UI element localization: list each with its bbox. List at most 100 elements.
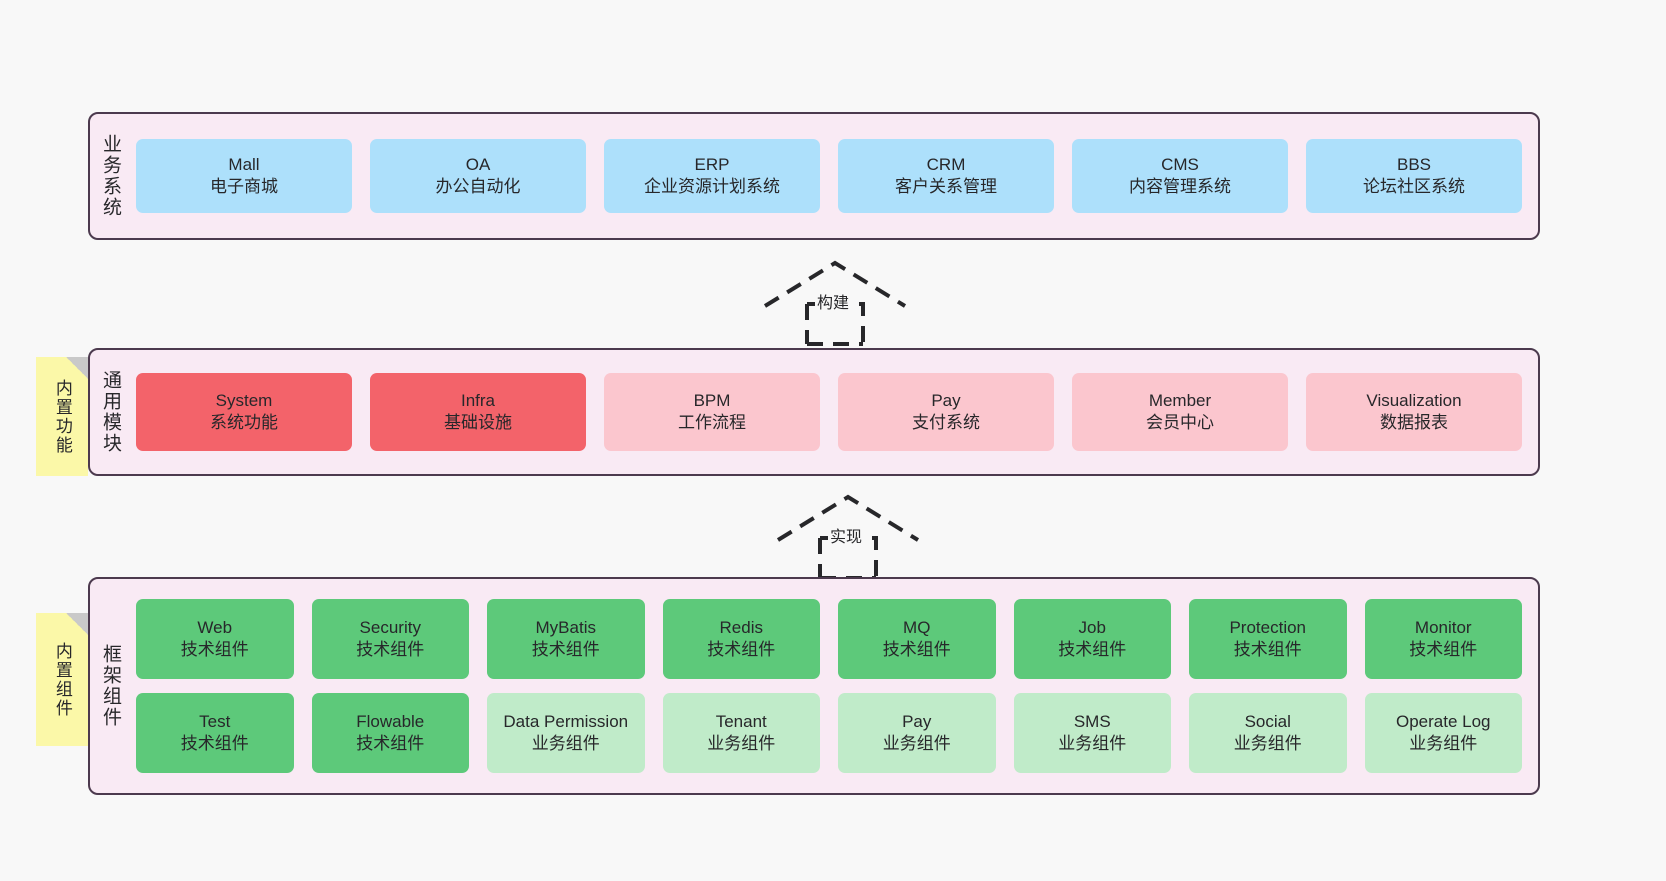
common-card-pay[interactable]: Pay 支付系统 xyxy=(838,373,1054,451)
business-card-crm[interactable]: CRM 客户关系管理 xyxy=(838,139,1054,213)
framework-tech-row: Web 技术组件 Security 技术组件 MyBatis 技术组件 Redi… xyxy=(136,599,1522,679)
card-title: Operate Log xyxy=(1395,711,1491,731)
card-title: System xyxy=(215,390,273,410)
business-card-bbs[interactable]: BBS 论坛社区系统 xyxy=(1306,139,1522,213)
card-subtitle: 技术组件 xyxy=(707,640,776,659)
framework-card-sms[interactable]: SMS 业务组件 xyxy=(1013,693,1171,773)
card-subtitle: 业务组件 xyxy=(531,734,600,753)
card-subtitle: 技术组件 xyxy=(1409,640,1478,659)
business-card-oa[interactable]: OA 办公自动化 xyxy=(370,139,586,213)
card-title: MQ xyxy=(903,617,931,637)
layer-title-common: 通用模块 xyxy=(99,370,121,454)
framework-card-mq[interactable]: MQ 技术组件 xyxy=(838,599,996,679)
layer-title-business: 业务系统 xyxy=(99,134,121,218)
card-subtitle: 技术组件 xyxy=(1058,640,1127,659)
card-title: CMS xyxy=(1161,154,1199,174)
card-title: Security xyxy=(359,617,421,637)
card-subtitle: 技术组件 xyxy=(882,640,951,659)
connector-implement-label: 实现 xyxy=(828,523,865,547)
common-card-visualization[interactable]: Visualization 数据报表 xyxy=(1306,373,1522,451)
card-subtitle: 客户关系管理 xyxy=(895,177,997,196)
framework-card-pay[interactable]: Pay 业务组件 xyxy=(838,693,996,773)
card-subtitle: 会员中心 xyxy=(1146,413,1214,432)
framework-card-protection[interactable]: Protection 技术组件 xyxy=(1189,599,1347,679)
connector-build-label: 构建 xyxy=(815,289,852,313)
framework-card-job[interactable]: Job 技术组件 xyxy=(1013,599,1171,679)
card-title: MyBatis xyxy=(535,617,596,637)
card-subtitle: 业务组件 xyxy=(707,734,776,753)
card-title: Job xyxy=(1078,617,1106,637)
framework-card-mybatis[interactable]: MyBatis 技术组件 xyxy=(487,599,645,679)
layer-body-common: System 系统功能 Infra 基础设施 BPM 工作流程 Pay 支付系统… xyxy=(130,350,1538,474)
card-title: Mall xyxy=(228,154,260,174)
card-subtitle: 论坛社区系统 xyxy=(1363,177,1465,196)
business-card-row: Mall 电子商城 OA 办公自动化 ERP 企业资源计划系统 CRM 客户关系… xyxy=(136,139,1522,213)
card-subtitle: 技术组件 xyxy=(1233,640,1302,659)
common-card-member[interactable]: Member 会员中心 xyxy=(1072,373,1288,451)
note-label: 内置功能 xyxy=(52,378,72,455)
framework-card-monitor[interactable]: Monitor 技术组件 xyxy=(1364,599,1522,679)
framework-card-flowable[interactable]: Flowable 技术组件 xyxy=(311,693,469,773)
card-subtitle: 企业资源计划系统 xyxy=(644,177,780,196)
framework-card-test[interactable]: Test 技术组件 xyxy=(136,693,294,773)
card-subtitle: 技术组件 xyxy=(531,640,600,659)
common-card-row: System 系统功能 Infra 基础设施 BPM 工作流程 Pay 支付系统… xyxy=(136,373,1522,451)
layer-title-framework: 框架组件 xyxy=(99,644,121,728)
card-title: Pay xyxy=(931,390,961,410)
card-title: Social xyxy=(1244,711,1291,731)
card-title: Infra xyxy=(460,390,496,410)
framework-card-web[interactable]: Web 技术组件 xyxy=(136,599,294,679)
card-title: Data Permission xyxy=(503,711,629,731)
card-subtitle: 技术组件 xyxy=(356,640,425,659)
card-subtitle: 工作流程 xyxy=(678,413,746,432)
card-subtitle: 业务组件 xyxy=(1058,734,1127,753)
card-title: Protection xyxy=(1229,617,1307,637)
business-card-erp[interactable]: ERP 企业资源计划系统 xyxy=(604,139,820,213)
card-title: Flowable xyxy=(356,711,425,731)
common-card-system[interactable]: System 系统功能 xyxy=(136,373,352,451)
layer-business-system: 业务系统 Mall 电子商城 OA 办公自动化 ERP 企业资源计划系统 CRM… xyxy=(88,112,1540,240)
card-subtitle: 系统功能 xyxy=(210,413,278,432)
framework-card-security[interactable]: Security 技术组件 xyxy=(311,599,469,679)
layer-common-module: 通用模块 System 系统功能 Infra 基础设施 BPM 工作流程 Pay… xyxy=(88,348,1540,476)
business-card-cms[interactable]: CMS 内容管理系统 xyxy=(1072,139,1288,213)
common-card-bpm[interactable]: BPM 工作流程 xyxy=(604,373,820,451)
card-subtitle: 数据报表 xyxy=(1380,413,1448,432)
framework-card-social[interactable]: Social 业务组件 xyxy=(1189,693,1347,773)
layer-body-business: Mall 电子商城 OA 办公自动化 ERP 企业资源计划系统 CRM 客户关系… xyxy=(130,114,1538,238)
note-builtin-features: 内置功能 xyxy=(36,357,88,476)
note-builtin-components: 内置组件 xyxy=(36,613,88,746)
framework-card-tenant[interactable]: Tenant 业务组件 xyxy=(662,693,820,773)
card-title: Web xyxy=(197,617,233,637)
card-title: Monitor xyxy=(1414,617,1472,637)
framework-card-data-permission[interactable]: Data Permission 业务组件 xyxy=(487,693,645,773)
card-subtitle: 业务组件 xyxy=(882,734,951,753)
note-fold-corner-icon xyxy=(66,357,88,379)
framework-card-operate-log[interactable]: Operate Log 业务组件 xyxy=(1364,693,1522,773)
card-subtitle: 电子商城 xyxy=(210,177,278,196)
card-title: Redis xyxy=(719,617,763,637)
common-card-infra[interactable]: Infra 基础设施 xyxy=(370,373,586,451)
card-title: Visualization xyxy=(1366,390,1462,410)
card-subtitle: 技术组件 xyxy=(180,640,249,659)
card-subtitle: 技术组件 xyxy=(180,734,249,753)
card-title: CRM xyxy=(926,154,966,174)
card-subtitle: 支付系统 xyxy=(912,413,980,432)
card-title: BPM xyxy=(693,390,731,410)
note-fold-corner-icon xyxy=(66,613,88,635)
business-card-mall[interactable]: Mall 电子商城 xyxy=(136,139,352,213)
card-title: BBS xyxy=(1396,154,1432,174)
card-subtitle: 业务组件 xyxy=(1409,734,1478,753)
card-subtitle: 基础设施 xyxy=(444,413,512,432)
card-title: ERP xyxy=(694,154,730,174)
card-subtitle: 技术组件 xyxy=(356,734,425,753)
framework-card-redis[interactable]: Redis 技术组件 xyxy=(662,599,820,679)
card-subtitle: 内容管理系统 xyxy=(1129,177,1231,196)
card-title: OA xyxy=(465,154,491,174)
card-title: Test xyxy=(199,711,231,731)
connector-implement: 实现 xyxy=(773,492,923,580)
card-title: Tenant xyxy=(715,711,767,731)
card-subtitle: 业务组件 xyxy=(1233,734,1302,753)
card-subtitle: 办公自动化 xyxy=(435,177,521,196)
